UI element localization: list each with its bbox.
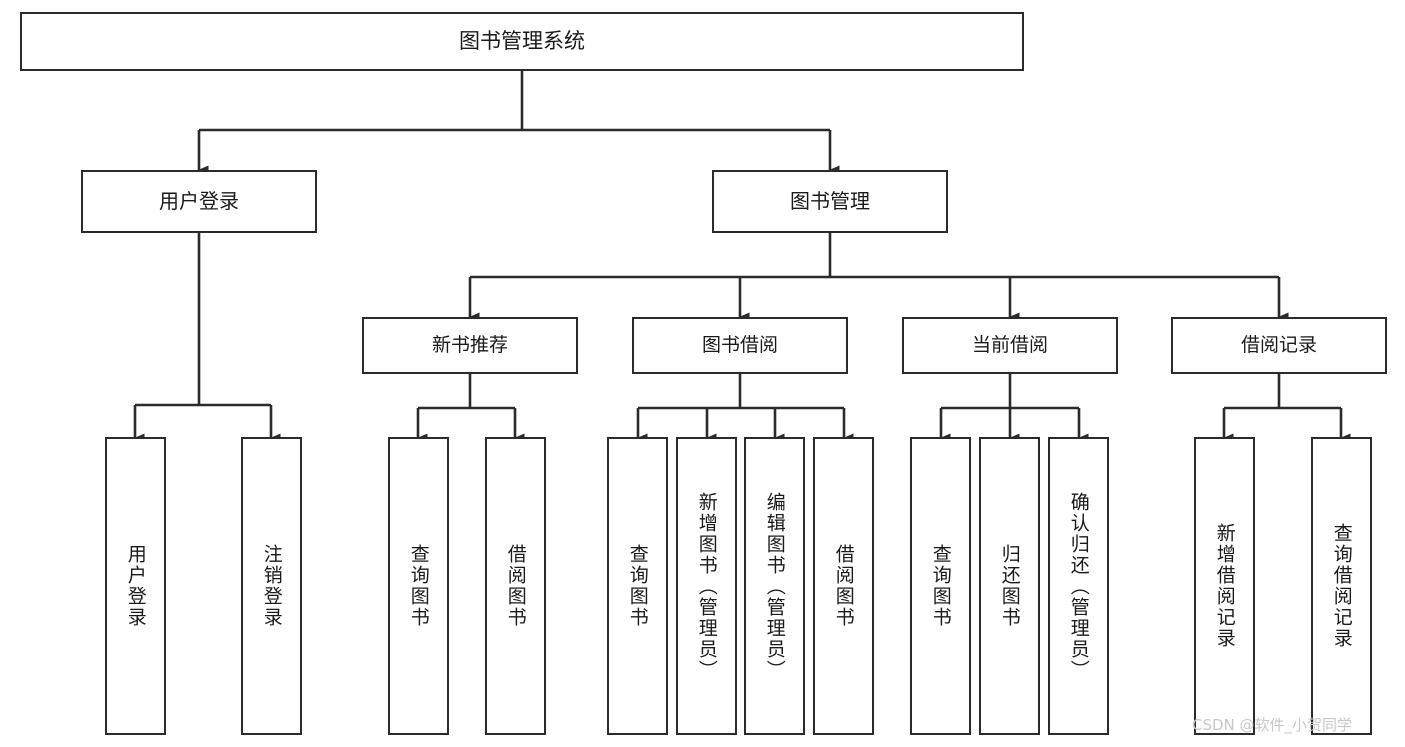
node-label: 新增图书（管理员） bbox=[695, 491, 718, 681]
node-borrow-record[interactable]: 借阅记录 bbox=[1171, 317, 1387, 374]
node-label: 用户登录 bbox=[159, 188, 239, 213]
node-label: 归还图书 bbox=[998, 544, 1021, 628]
node-label: 借阅图书 bbox=[504, 544, 527, 628]
node-label: 编辑图书（管理员） bbox=[763, 491, 786, 681]
node-label: 用户登录 bbox=[124, 544, 147, 628]
leaf-record-query-record[interactable]: 查询借阅记录 bbox=[1311, 437, 1372, 735]
leaf-record-add-record[interactable]: 新增借阅记录 bbox=[1194, 437, 1255, 735]
node-label: 确认归还（管理员） bbox=[1067, 491, 1090, 681]
node-label: 图书管理系统 bbox=[459, 29, 585, 54]
leaf-borrow-borrow-book[interactable]: 借阅图书 bbox=[813, 437, 874, 735]
node-label: 查询图书 bbox=[407, 544, 430, 628]
node-label: 查询图书 bbox=[626, 544, 649, 628]
node-label: 借阅图书 bbox=[832, 544, 855, 628]
node-label: 图书借阅 bbox=[701, 334, 778, 357]
leaf-borrow-edit-book-admin[interactable]: 编辑图书（管理员） bbox=[744, 437, 805, 735]
node-label: 借阅记录 bbox=[1240, 334, 1317, 357]
csdn-watermark: CSDN @软件_小贺同学 bbox=[1192, 716, 1353, 734]
leaf-recommend-borrow-book[interactable]: 借阅图书 bbox=[485, 437, 546, 735]
node-label: 查询借阅记录 bbox=[1330, 523, 1353, 649]
node-current-borrow[interactable]: 当前借阅 bbox=[902, 317, 1118, 374]
leaf-current-confirm-return-admin[interactable]: 确认归还（管理员） bbox=[1048, 437, 1109, 735]
node-new-book-recommend[interactable]: 新书推荐 bbox=[362, 317, 578, 374]
leaf-borrow-query-book[interactable]: 查询图书 bbox=[607, 437, 668, 735]
leaf-user-login-logout[interactable]: 注销登录 bbox=[241, 437, 302, 735]
leaf-recommend-query-book[interactable]: 查询图书 bbox=[388, 437, 449, 735]
leaf-borrow-add-book-admin[interactable]: 新增图书（管理员） bbox=[676, 437, 737, 735]
leaf-user-login-login[interactable]: 用户登录 bbox=[105, 437, 166, 735]
node-label: 图书管理 bbox=[790, 188, 870, 213]
leaf-current-query-book[interactable]: 查询图书 bbox=[910, 437, 971, 735]
node-user-login[interactable]: 用户登录 bbox=[81, 170, 317, 233]
node-label: 注销登录 bbox=[260, 544, 283, 628]
node-root-system[interactable]: 图书管理系统 bbox=[20, 12, 1024, 71]
node-label: 新增借阅记录 bbox=[1213, 523, 1236, 649]
node-label: 查询图书 bbox=[929, 544, 952, 628]
node-book-management[interactable]: 图书管理 bbox=[712, 170, 948, 233]
node-book-borrow[interactable]: 图书借阅 bbox=[632, 317, 848, 374]
leaf-current-return-book[interactable]: 归还图书 bbox=[979, 437, 1040, 735]
node-label: 新书推荐 bbox=[431, 334, 508, 357]
node-label: 当前借阅 bbox=[971, 334, 1048, 357]
